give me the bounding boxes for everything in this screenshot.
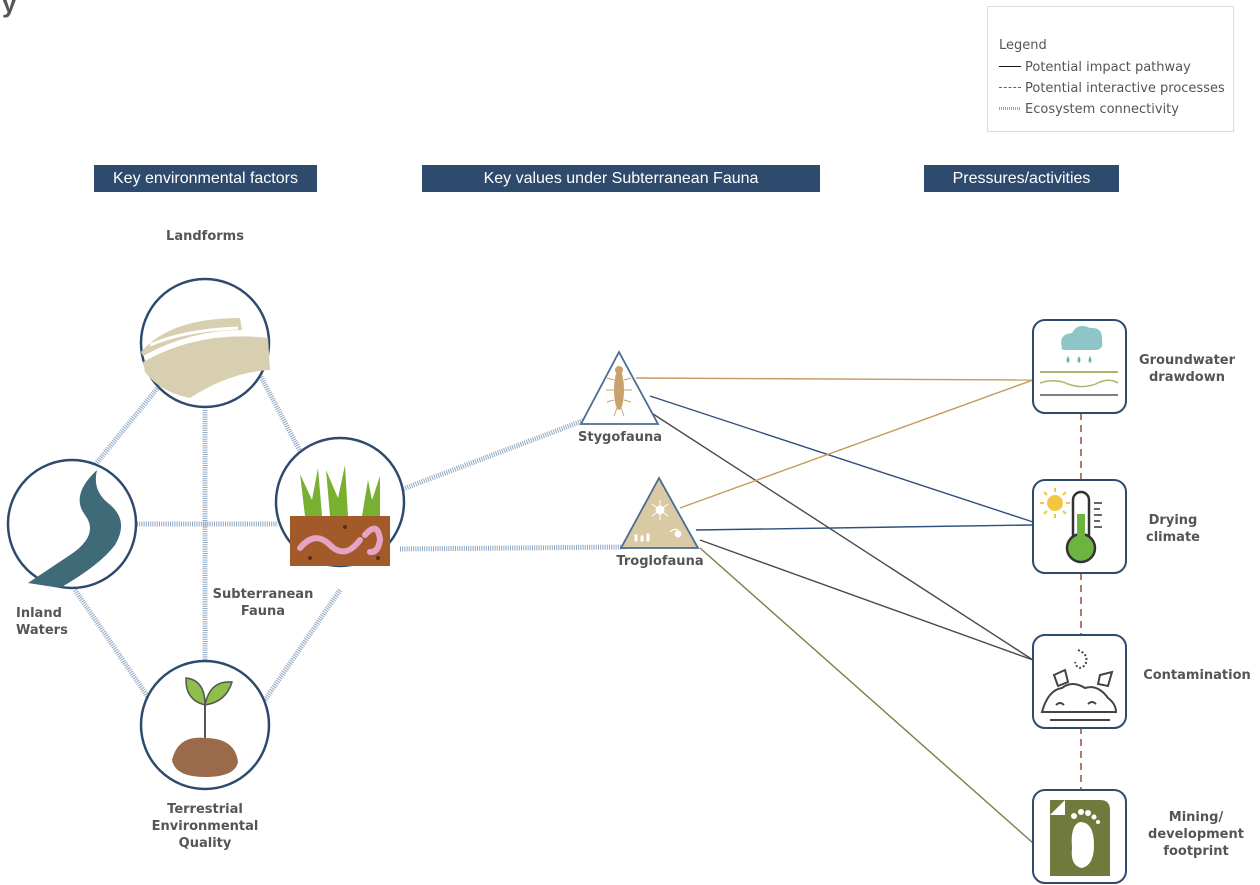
title-fragment: y [2,0,17,18]
landforms-node [139,277,271,409]
path-troglo-drying [695,524,1034,531]
label-troglofauna: Troglofauna [616,554,704,569]
link-subterranean-troglofauna [399,544,626,552]
soil-worms-grass-icon [290,465,390,566]
label-drying-climate: Drying climate [1146,513,1200,545]
rain-groundwater-icon [1039,325,1119,396]
path-stygo-groundwater [635,377,1034,381]
river-icon [28,470,122,588]
troglofauna-node [619,476,700,549]
link-inland-terrestrial [72,588,153,702]
label-groundwater-drawdown: Groundwater drawdown [1138,353,1236,385]
label-landforms: Landforms [166,229,244,244]
link-landforms-inland [93,383,162,467]
impact-pathways [635,377,1034,844]
header-key-values: Key values under Subterranean Fauna [422,165,820,192]
link-subterranean-stygofauna [394,417,586,495]
drying-climate-node [1032,479,1127,574]
stygofauna-node [579,350,660,425]
label-contamination: Contamination [1143,668,1251,683]
thermometer-sun-icon [1040,488,1102,564]
path-stygo-drying [649,395,1034,523]
header-pressures-activities: Pressures/activities [924,165,1119,192]
groundwater-node [1032,319,1127,414]
footprint-icon [1050,800,1110,876]
connectivity-links [72,373,626,702]
label-mining-footprint: Mining/ development footprint [1148,810,1244,859]
landform-hills-icon [141,318,270,398]
legend-title: Legend [999,38,1047,53]
label-stygofauna: Stygofauna [578,430,662,445]
mining-footprint-node [1032,789,1127,884]
legend-item-ecosystem-connectivity: Ecosystem connectivity [999,102,1179,117]
path-troglo-contamination [699,539,1034,661]
inland-waters-node [6,458,138,590]
terrestrial-node [139,659,271,791]
troglofauna-triangle-icon [634,500,682,542]
link-subterranean-terrestrial [262,588,343,702]
legend-item-interactive-processes: Potential interactive processes [999,81,1225,96]
label-inland-waters: Inland Waters [16,606,68,638]
subterranean-fauna-node [274,436,406,568]
legend-item-impact-pathway: Potential impact pathway [999,60,1191,75]
stygofauna-triangle-icon [606,366,632,417]
path-troglo-mining [699,547,1034,844]
seedling-soil-icon [172,677,238,777]
legend: Legend Potential impact pathway Potentia… [987,6,1234,132]
path-stygo-contamination [649,411,1034,661]
header-key-environmental-factors: Key environmental factors [94,165,317,192]
label-terrestrial: Terrestrial Environmental Quality [151,802,259,851]
contamination-node [1032,634,1127,729]
path-troglo-groundwater [679,379,1034,509]
link-landforms-subterranean [257,373,313,472]
waste-pile-icon [1040,649,1118,721]
label-subterranean-fauna: Subterranean Fauna [212,587,314,619]
